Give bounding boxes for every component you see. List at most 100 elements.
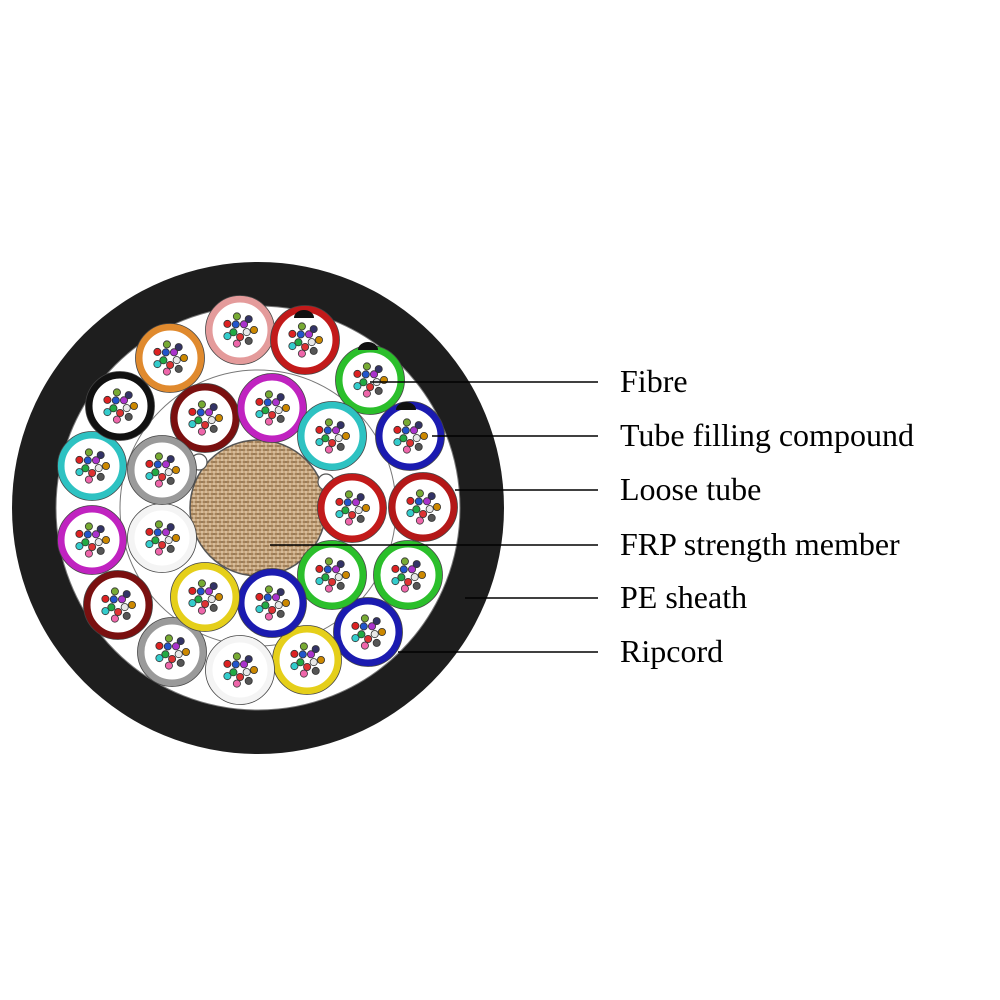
fibre [296,658,305,667]
fibre [75,468,84,477]
fibre [244,655,253,664]
fibre [164,468,173,477]
fibre [334,434,343,443]
fibre [161,528,170,537]
fibre [197,427,206,436]
loose-tubes-group [57,295,458,705]
fibre [229,328,238,337]
fibre [88,543,97,552]
fibre [204,408,213,417]
fibre [83,530,92,539]
fibre [209,582,218,591]
fibre [145,459,154,468]
fibre [401,426,410,435]
fibre [372,617,381,626]
label-pe-sheath: PE sheath [620,579,747,615]
fibre [361,503,370,512]
fibre [166,360,175,369]
fibre [153,360,162,369]
fibre [393,438,402,447]
fibre [419,509,428,518]
fibre [196,408,205,417]
fibre [324,557,333,566]
fibre [391,577,400,586]
fibre [311,645,320,654]
fibre [309,346,318,355]
fibre [236,673,245,682]
fibre [176,637,185,646]
loose-tube-rose [205,295,275,365]
fibre [406,496,415,505]
fibre [201,600,210,609]
fibre [207,416,216,425]
fibre [88,468,97,477]
fibre [264,612,273,621]
fibre [343,498,352,507]
fibre [321,573,330,582]
fibre [172,356,181,365]
fibre [311,666,320,675]
fibre [239,660,248,669]
fibre [314,335,323,344]
fibre [197,400,206,409]
fibre [223,332,232,341]
fibre [92,456,101,465]
label-fibre: Fibre [620,363,688,399]
fibre [232,679,241,688]
loose-tube-yellow [272,625,342,695]
fibre [155,654,164,663]
fibre [362,389,371,398]
fibre [361,370,370,379]
loose-tube-violet [57,505,127,575]
fibre [114,608,123,617]
fibre [231,320,240,329]
fibre [359,622,368,631]
fibre [242,328,251,337]
fibre [188,420,197,429]
fibre [174,650,183,659]
fibre [129,401,138,410]
fibre [196,587,205,596]
fibre [81,464,90,473]
fibre [120,603,129,612]
fibre [179,353,188,362]
fibre [419,431,428,440]
fibre [364,635,373,644]
fibre [321,434,330,443]
fibre [357,630,366,639]
fibre [145,540,154,549]
fibre [268,410,277,419]
fibre [334,573,343,582]
fibre [297,349,306,358]
fibre [412,581,421,590]
fibre [209,603,218,612]
label-frp-strength-member: FRP strength member [620,526,900,562]
fibre [168,655,177,664]
fibre [209,424,218,433]
fibre [391,564,400,573]
fibre [122,611,131,620]
fibre [155,641,164,650]
fibre [153,460,162,469]
fibre [261,406,270,415]
fibre [323,565,332,574]
fibre [163,642,172,651]
fibre [116,408,125,417]
fibre [75,455,84,464]
fibre [399,434,408,443]
fibre [124,412,133,421]
fibre [102,536,111,545]
fibre [94,538,103,547]
fibre [110,614,119,623]
fibre [301,342,310,351]
fibre [328,438,337,447]
fibre [94,464,103,473]
fibre [232,312,241,321]
fibre [299,669,308,678]
fibre [255,605,264,614]
fibre [151,536,160,545]
fibre [341,571,350,580]
fibre [409,426,418,435]
fibre [92,530,101,539]
fibre [366,382,375,391]
